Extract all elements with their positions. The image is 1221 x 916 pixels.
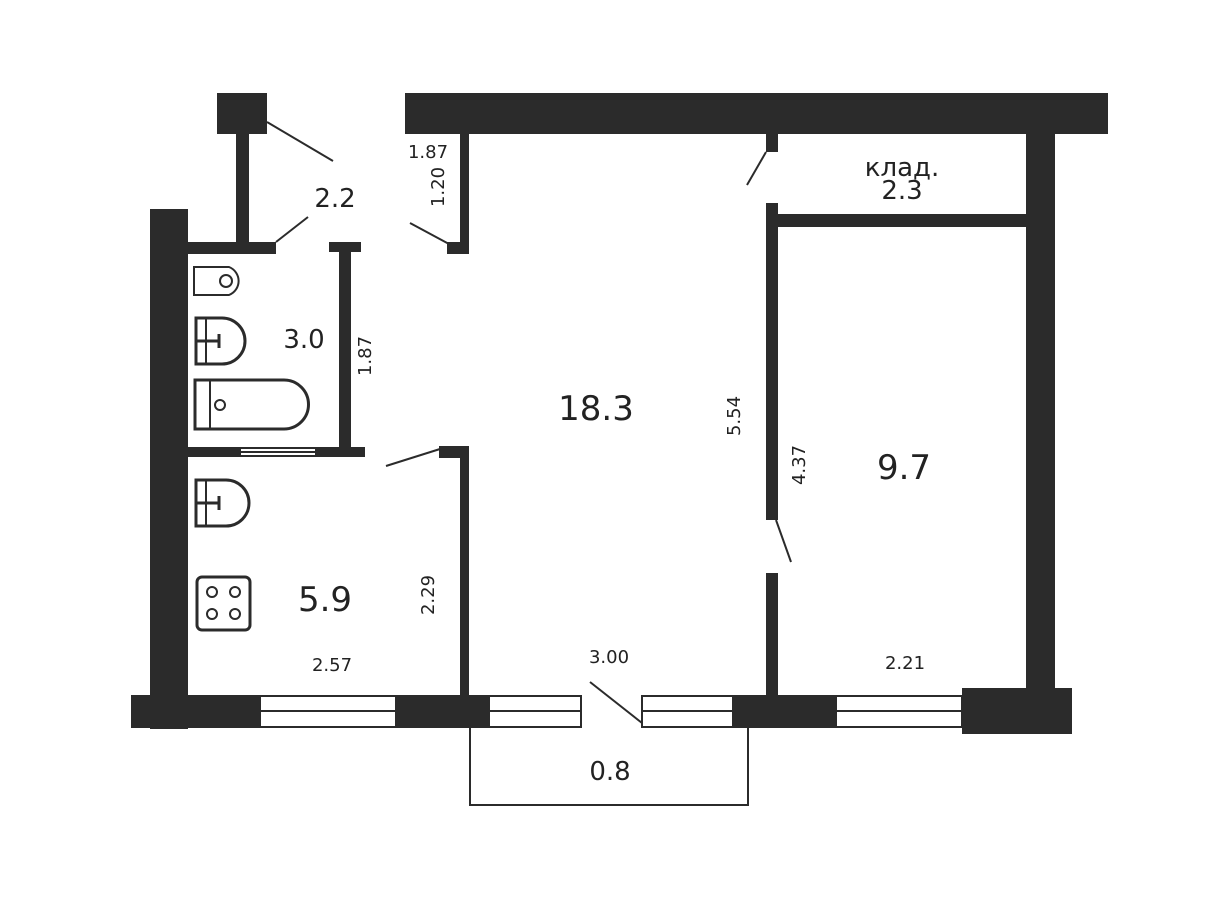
bathroom-area: 3.0 bbox=[283, 325, 324, 355]
bedroom-area: 9.7 bbox=[877, 448, 931, 488]
bottom-wall-c bbox=[733, 695, 836, 728]
bath-bottom-wall-right bbox=[316, 447, 365, 457]
living-room-area: 18.3 bbox=[558, 389, 634, 429]
bedroom-door bbox=[775, 519, 792, 563]
dim-bedroom-221: 2.21 bbox=[885, 653, 925, 674]
living-entry-door bbox=[409, 222, 450, 245]
room-labels: 18.3 9.7 5.9 3.0 2.2 клад. 2.3 0.8 bbox=[283, 153, 939, 787]
dim-bedroom-437: 4.37 bbox=[789, 445, 810, 485]
toilet-icon bbox=[193, 266, 240, 296]
dim-bath-187: 1.87 bbox=[355, 336, 376, 376]
partition-stub-top bbox=[766, 130, 778, 152]
right-outer-wall bbox=[1026, 130, 1055, 695]
dim-kitchen-229: 2.29 bbox=[418, 575, 439, 615]
entry-pillar-stem bbox=[236, 130, 249, 248]
storage-area: 2.3 bbox=[881, 176, 922, 206]
partition-wall-mid bbox=[766, 203, 778, 520]
balcony-door bbox=[589, 681, 643, 724]
entry-door-upper bbox=[266, 121, 334, 162]
kitchen-door bbox=[385, 448, 441, 467]
doors bbox=[266, 121, 792, 724]
bathroom-fixtures bbox=[193, 266, 310, 431]
bedroom-window bbox=[835, 695, 963, 728]
balcony-door-window bbox=[641, 695, 734, 728]
storage-door bbox=[746, 151, 767, 186]
balcony-outline bbox=[469, 728, 749, 806]
corridor-wall-upper bbox=[460, 130, 469, 254]
bottom-wall-a bbox=[131, 695, 260, 728]
storage-bottom-wall bbox=[766, 214, 1028, 227]
top-wall bbox=[405, 93, 1108, 134]
kitchen-right-wall bbox=[460, 446, 469, 698]
windows bbox=[239, 447, 963, 728]
left-outer-wall bbox=[150, 209, 188, 729]
dim-living-554: 5.54 bbox=[724, 396, 745, 436]
kitchen-window bbox=[259, 695, 397, 728]
balcony-area: 0.8 bbox=[589, 757, 630, 787]
bath-right-wall bbox=[339, 246, 351, 456]
dim-vert-120: 1.20 bbox=[428, 167, 449, 207]
dim-top-left-187: 1.87 bbox=[408, 142, 448, 163]
entry-pillar bbox=[217, 93, 267, 134]
dim-kitchen-257: 2.57 bbox=[312, 655, 352, 676]
bath-kitchen-vent bbox=[239, 447, 317, 457]
kitchen-area: 5.9 bbox=[298, 580, 352, 620]
living-window bbox=[488, 695, 582, 728]
kitchen-sink-icon bbox=[194, 478, 251, 528]
stove-icon bbox=[195, 575, 252, 632]
walls bbox=[131, 93, 1108, 734]
bath-bottom-wall-left bbox=[186, 447, 240, 457]
dimension-labels: 1.87 1.20 1.87 5.54 4.37 2.29 2.57 3.00 … bbox=[312, 142, 925, 676]
bottom-wall-b bbox=[396, 695, 489, 728]
bath-right-cap bbox=[329, 242, 361, 252]
washbasin-icon bbox=[194, 316, 247, 366]
bottom-right-block bbox=[962, 688, 1072, 734]
bath-top-wall bbox=[186, 242, 276, 254]
corridor-wall-upper-cap bbox=[447, 242, 469, 254]
kitchen-fixtures bbox=[194, 478, 252, 632]
storage-label: клад. bbox=[865, 153, 940, 183]
hall-area: 2.2 bbox=[314, 184, 355, 214]
entry-door-lower bbox=[275, 216, 309, 243]
dim-living-300: 3.00 bbox=[589, 647, 629, 668]
kitchen-right-cap bbox=[439, 446, 469, 458]
bathtub-icon bbox=[193, 378, 310, 431]
partition-wall-bottom bbox=[766, 573, 778, 697]
